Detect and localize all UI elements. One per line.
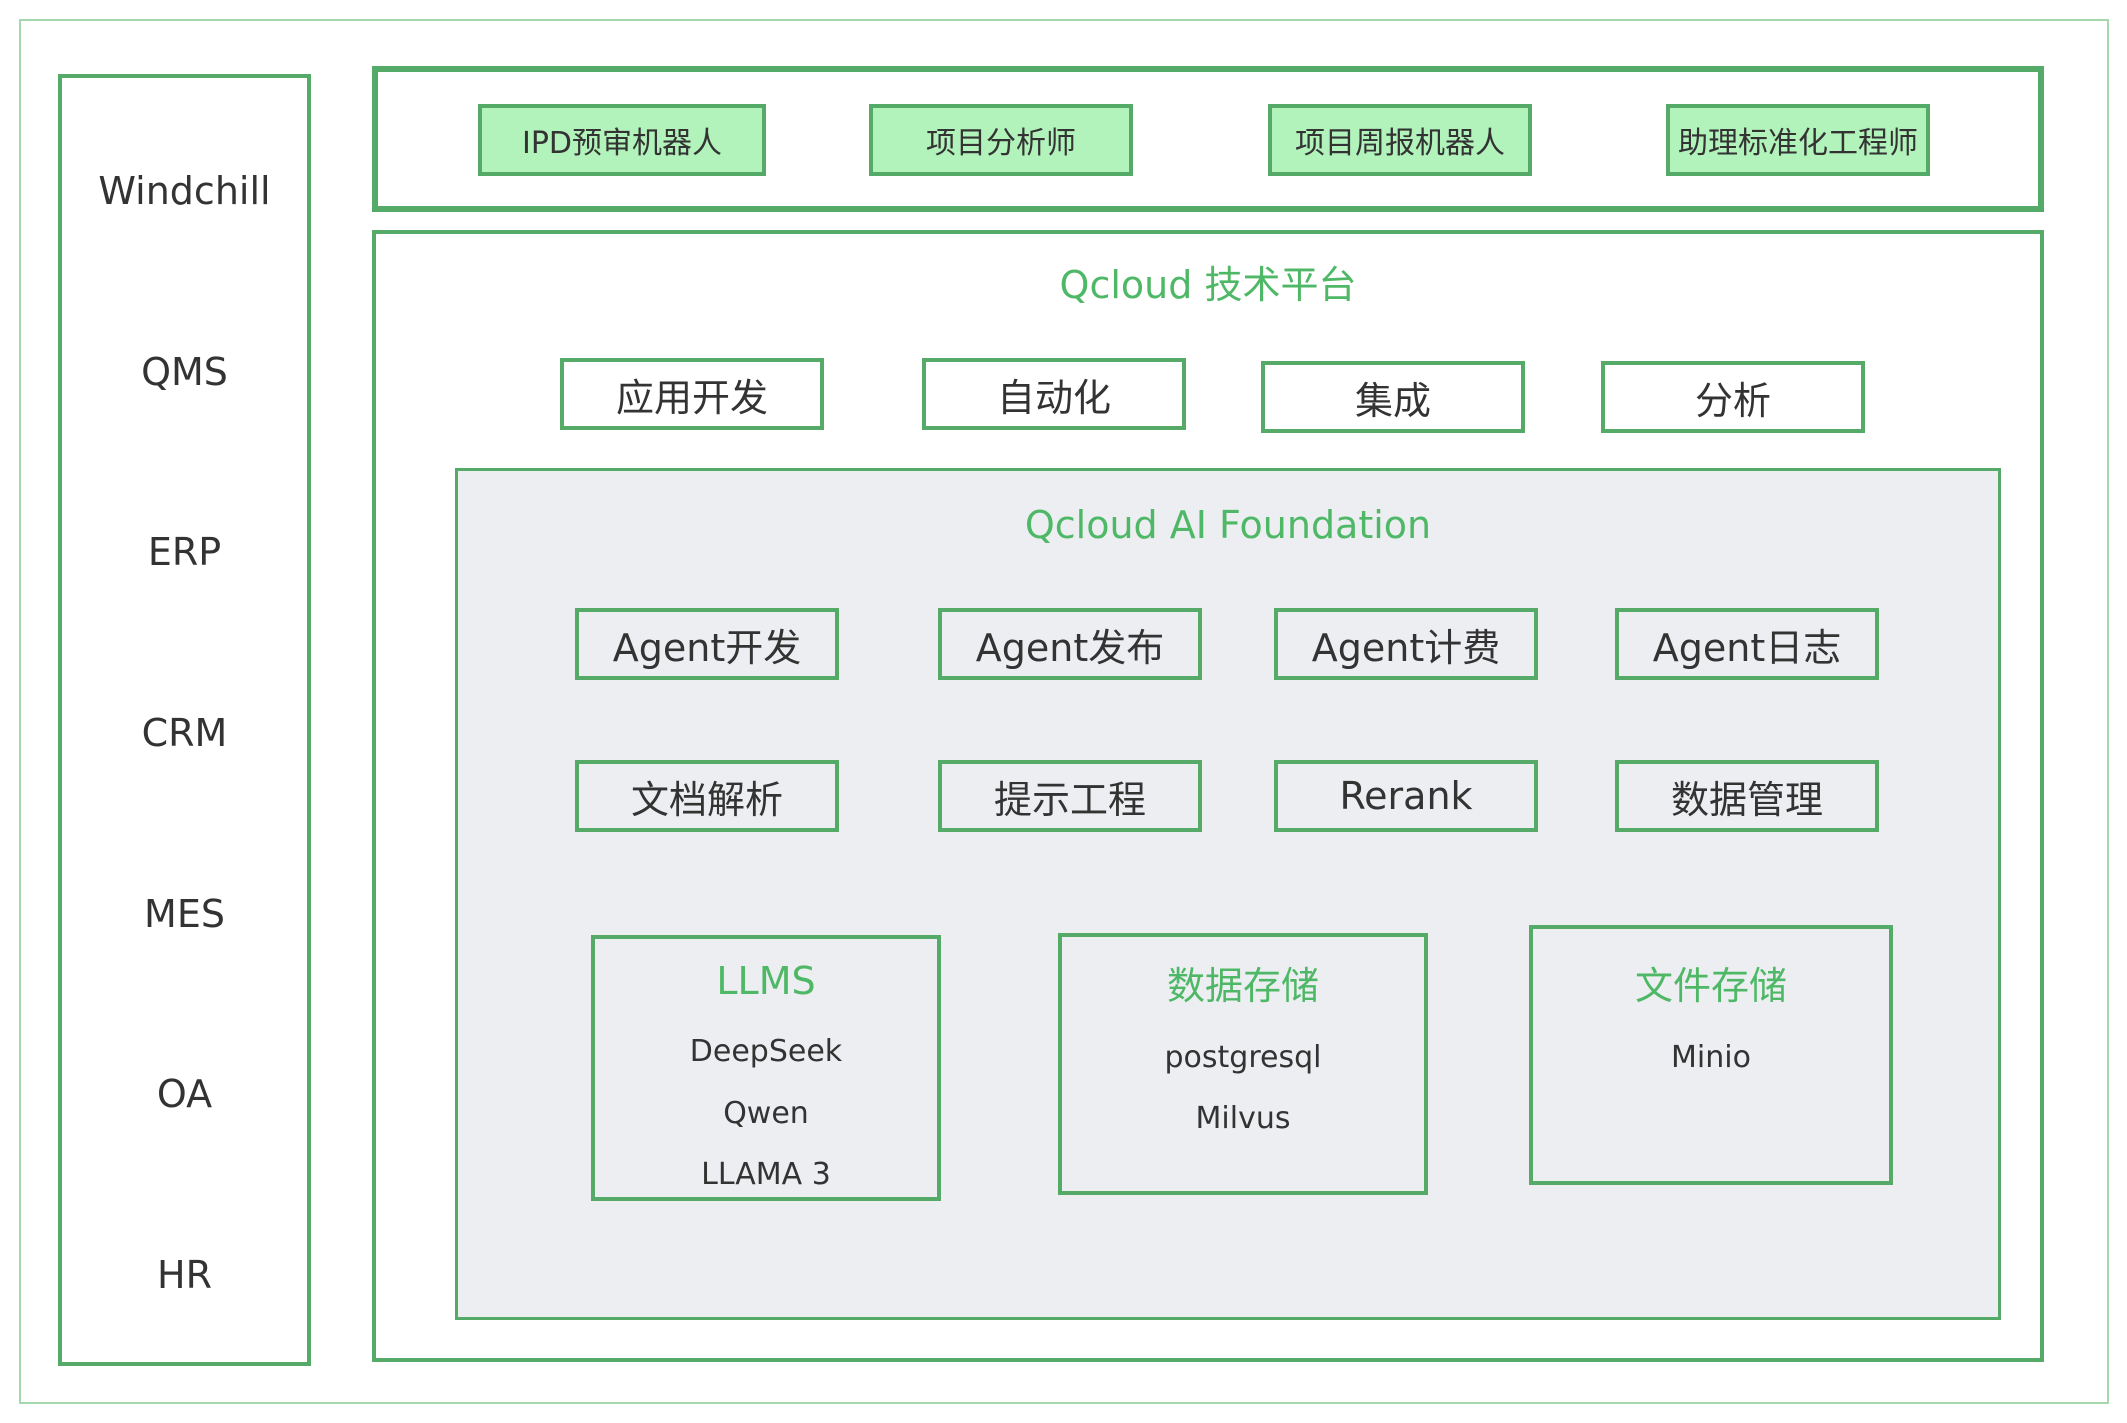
capability-app-development: 应用开发 xyxy=(560,358,824,430)
platform-title: Qcloud 技术平台 xyxy=(1059,263,1357,307)
agent-weekly-report-bot: 项目周报机器人 xyxy=(1268,104,1532,176)
system-crm: CRM xyxy=(141,711,228,755)
enterprise-systems-panel: Windchill QMS ERP CRM MES OA HR xyxy=(58,74,311,1366)
agent-standardization-engineer: 助理标准化工程师 xyxy=(1666,104,1930,176)
agent-applications-bar xyxy=(372,66,2044,212)
module-agent-publish: Agent发布 xyxy=(938,608,1202,680)
module-agent-development: Agent开发 xyxy=(575,608,839,680)
agent-project-analyst: 项目分析师 xyxy=(869,104,1133,176)
llms-box: LLMS DeepSeek Qwen LLAMA 3 xyxy=(591,935,941,1201)
module-document-parsing: 文档解析 xyxy=(575,760,839,832)
module-prompt-engineering: 提示工程 xyxy=(938,760,1202,832)
system-hr: HR xyxy=(157,1253,212,1297)
diagram-frame xyxy=(19,19,2109,1404)
data-storage-title: 数据存储 xyxy=(1166,964,1319,1008)
module-agent-logs: Agent日志 xyxy=(1615,608,1879,680)
llms-title: LLMS xyxy=(716,959,816,1003)
foundation-title: Qcloud AI Foundation xyxy=(1024,503,1432,547)
system-mes: MES xyxy=(144,892,225,936)
system-qms: QMS xyxy=(141,350,228,394)
file-storage-box: 文件存储 Minio xyxy=(1529,925,1893,1185)
data-storage-item: Milvus xyxy=(1195,1101,1291,1136)
llm-item: LLAMA 3 xyxy=(701,1157,831,1192)
capability-automation: 自动化 xyxy=(922,358,1186,430)
system-oa: OA xyxy=(156,1072,213,1116)
data-storage-item: postgresql xyxy=(1164,1040,1322,1075)
system-windchill: Windchill xyxy=(98,169,271,213)
file-storage-item: Minio xyxy=(1671,1040,1751,1075)
module-agent-billing: Agent计费 xyxy=(1274,608,1538,680)
module-data-management: 数据管理 xyxy=(1615,760,1879,832)
llm-item: Qwen xyxy=(723,1096,809,1131)
data-storage-box: 数据存储 postgresql Milvus xyxy=(1058,933,1428,1195)
qcloud-platform: Qcloud 技术平台 xyxy=(372,230,2044,1362)
file-storage-title: 文件存储 xyxy=(1634,964,1787,1008)
system-erp: ERP xyxy=(147,530,222,574)
capability-analytics: 分析 xyxy=(1601,361,1865,433)
agent-ipd-reviewer: IPD预审机器人 xyxy=(478,104,766,176)
llm-item: DeepSeek xyxy=(689,1034,843,1069)
module-rerank: Rerank xyxy=(1274,760,1538,832)
capability-integration: 集成 xyxy=(1261,361,1525,433)
